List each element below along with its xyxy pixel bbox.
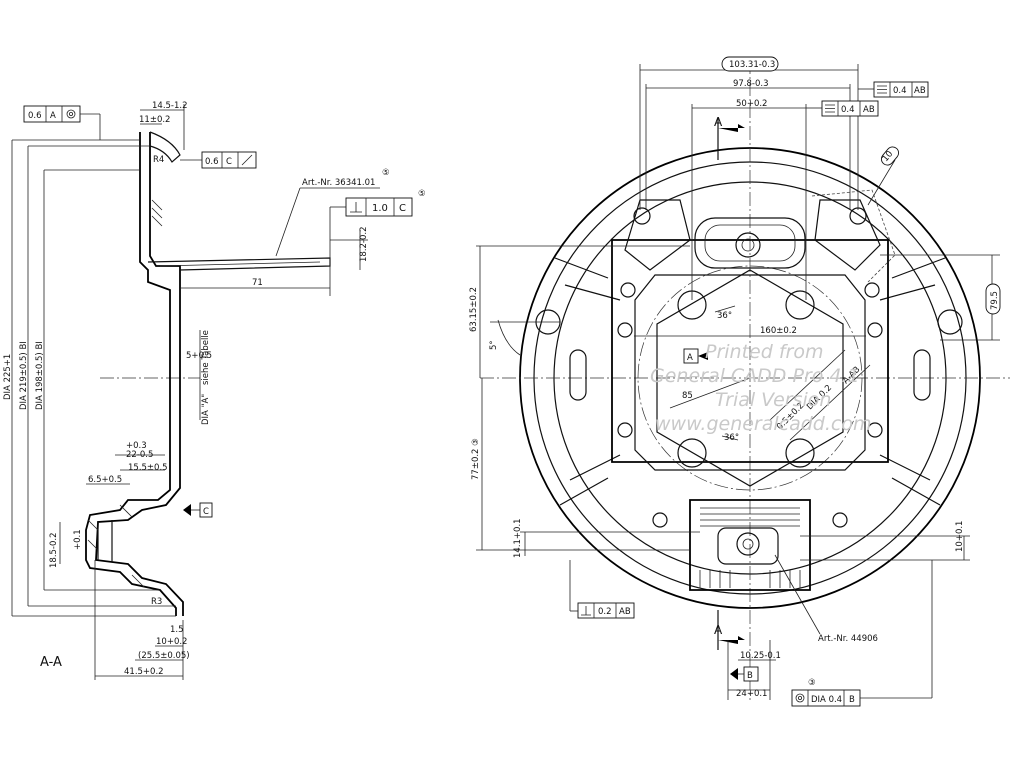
tol-flange-value: 0.6 [205, 157, 219, 167]
dim-41-5: 41.5+0.2 [124, 667, 164, 677]
tol-perp-value: 1.0 [372, 203, 388, 214]
dim-dia-198: DIA 198±0.5) BI [35, 341, 45, 410]
dim-77: 77±0.2 ③ [471, 438, 481, 480]
dim-dia-225: DIA 225+1 [3, 354, 13, 400]
tol-flat1-value: 0.4 [893, 86, 907, 96]
dim-15-5: 15.5±0.5 [128, 463, 168, 473]
dim-10-25: 10.25-0.1 [740, 651, 781, 661]
art-nr-left: Art.-Nr. 36341.01 [302, 178, 375, 188]
dim-36-top: 36° [717, 311, 732, 321]
dim-03: +0.3 [126, 441, 147, 451]
section-marker-bottom: A [714, 623, 723, 637]
tol-pos-value: DIA 0.4 [811, 695, 842, 705]
dim-36-bottom: 36° [724, 433, 739, 443]
datum-a-label: A [687, 353, 693, 363]
dim-01: +0.1 [73, 529, 83, 550]
dim-103: 103.31-0.3 [729, 60, 775, 70]
dim-siehe: siehe Tabelle [201, 330, 211, 385]
tol-top-value: 0.6 [28, 111, 42, 121]
dim-18-5: 18.5-0.2 [49, 532, 59, 568]
tol-flange-datum: C [226, 157, 232, 167]
tol-perp-datum: C [399, 203, 406, 214]
dim-6-5: 6.5+0.5 [88, 475, 122, 485]
dim-10-1: 10+0.1 [955, 521, 965, 552]
section-view-a-a [11, 104, 413, 680]
dim-71: 71 [252, 278, 263, 288]
dim-5deg: 5° [489, 340, 499, 350]
dim-box-103 [721, 56, 779, 72]
tol-pos-datum: B [849, 695, 855, 705]
note-3: ③ [808, 678, 816, 688]
front-view [476, 56, 1010, 707]
dim-14-5: 14.5-1.2 [152, 101, 188, 111]
dim-dia-219: DIA 219±0.5) BI [19, 341, 29, 410]
tol-perp-right-value: 0.2 [598, 607, 612, 617]
watermark-line-4: www.generalcadd.com [655, 413, 872, 435]
datum-c-label: C [203, 507, 209, 517]
watermark: Printed from General CADD Pro 4.1 Trial … [650, 341, 872, 435]
tol-flat1-datum: AB [914, 86, 926, 96]
dim-1-5: 1.5 [170, 625, 184, 635]
tol-top-datum: A [50, 111, 56, 121]
section-marker-top: A [714, 115, 723, 129]
note-mark-2: ⑤ [418, 189, 426, 199]
dim-10: 10+0.2 [156, 637, 187, 647]
tol-frame-flat2 [821, 100, 879, 117]
dim-160: 160±0.2 [760, 326, 797, 336]
dim-5: 5+0.5 [186, 351, 212, 361]
art-nr-right: Art.-Nr. 44906 [818, 634, 878, 644]
radius-bottom: R3 [151, 597, 162, 607]
dim-97-8: 97.8-0.3 [733, 79, 769, 89]
note-mark-1: ⑤ [382, 168, 390, 178]
dim-79-5: 79.5 [990, 291, 1000, 310]
dim-dia-a: DIA "A" [201, 394, 211, 425]
tol-perp-right-datum: AB [619, 607, 631, 617]
dim-14-1: 14.1+0.1 [513, 518, 523, 558]
tol-frame-flat1 [873, 81, 929, 98]
dim-24: 24+0.1 [736, 689, 767, 699]
dim-63-15: 63.15±0.2 [469, 287, 479, 332]
view-label: A-A [40, 655, 62, 670]
watermark-line-1: Printed from [705, 341, 823, 363]
dim-25-5: (25.5±0.05) [138, 651, 190, 661]
datum-b-label: B [747, 671, 753, 681]
watermark-line-3: Trial Version [715, 389, 831, 411]
tol-frame-perp-right [577, 602, 635, 619]
dim-18-2: 18.2-0.2 [359, 226, 369, 262]
tol-flat2-datum: AB [863, 105, 875, 115]
dim-11: 11±0.2 [139, 115, 170, 125]
dim-22: 22-0.5 [126, 450, 153, 460]
labels: A-A 14.5-1.2 11±0.2 R4 R3 0.6 A 0.6 C 1.… [3, 60, 1000, 705]
dim-50: 50+0.2 [736, 99, 767, 109]
dim-85: 85 [682, 391, 693, 401]
tol-flat2-value: 0.4 [841, 105, 855, 115]
radius-top: R4 [153, 155, 164, 165]
watermark-line-2: General CADD Pro 4.1 [650, 365, 860, 387]
